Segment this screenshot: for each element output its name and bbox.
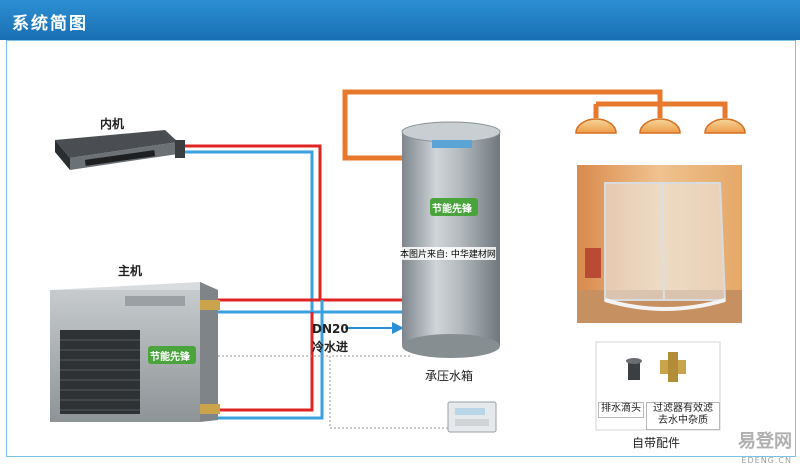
- brand-sub: EDENG.CN: [741, 456, 792, 465]
- filter-label-line2: 去水中杂质: [658, 415, 708, 426]
- cold-water-in-label: 冷水进: [312, 340, 349, 354]
- accessories-label: 自带配件: [632, 436, 681, 450]
- water-tank: [401, 121, 501, 358]
- indoor-unit: [55, 130, 185, 170]
- shower-head: [704, 118, 746, 134]
- unit-badge: 节能先锋: [150, 352, 190, 363]
- drain-head-box: 排水滴头: [598, 402, 644, 418]
- inlet-size-label: DN20: [312, 322, 349, 336]
- filter-image: [660, 352, 686, 382]
- shower-head: [575, 118, 617, 134]
- filter-label-line1: 过滤器有效滤: [653, 403, 713, 414]
- refrigerant-pipes-main: [218, 298, 410, 420]
- tank-label: 承压水箱: [425, 369, 474, 383]
- cold-water-arrow: [345, 322, 404, 334]
- filter-box: 过滤器有效滤 去水中杂质: [646, 402, 720, 430]
- main-unit-label: 主机: [118, 264, 143, 278]
- hot-water-pipe: [342, 89, 728, 161]
- refrigerant-pipes-indoor: [182, 144, 410, 314]
- main-unit: [50, 282, 220, 422]
- brand-logo: 易登网: [738, 431, 792, 452]
- shower-head: [639, 118, 681, 134]
- header-bar: 系统简图: [0, 0, 800, 40]
- tank-badge: 节能先锋: [432, 204, 472, 215]
- indoor-unit-label: 内机: [100, 117, 125, 131]
- shower-room-image: [577, 165, 742, 323]
- watermark: 本图片来自: 中华建材网: [400, 247, 496, 260]
- page-title: 系统简图: [12, 14, 88, 34]
- drain-head-image: [626, 358, 642, 380]
- controller: [447, 401, 497, 433]
- drain-head-label: 排水滴头: [601, 403, 641, 414]
- control-wiring: [218, 355, 448, 429]
